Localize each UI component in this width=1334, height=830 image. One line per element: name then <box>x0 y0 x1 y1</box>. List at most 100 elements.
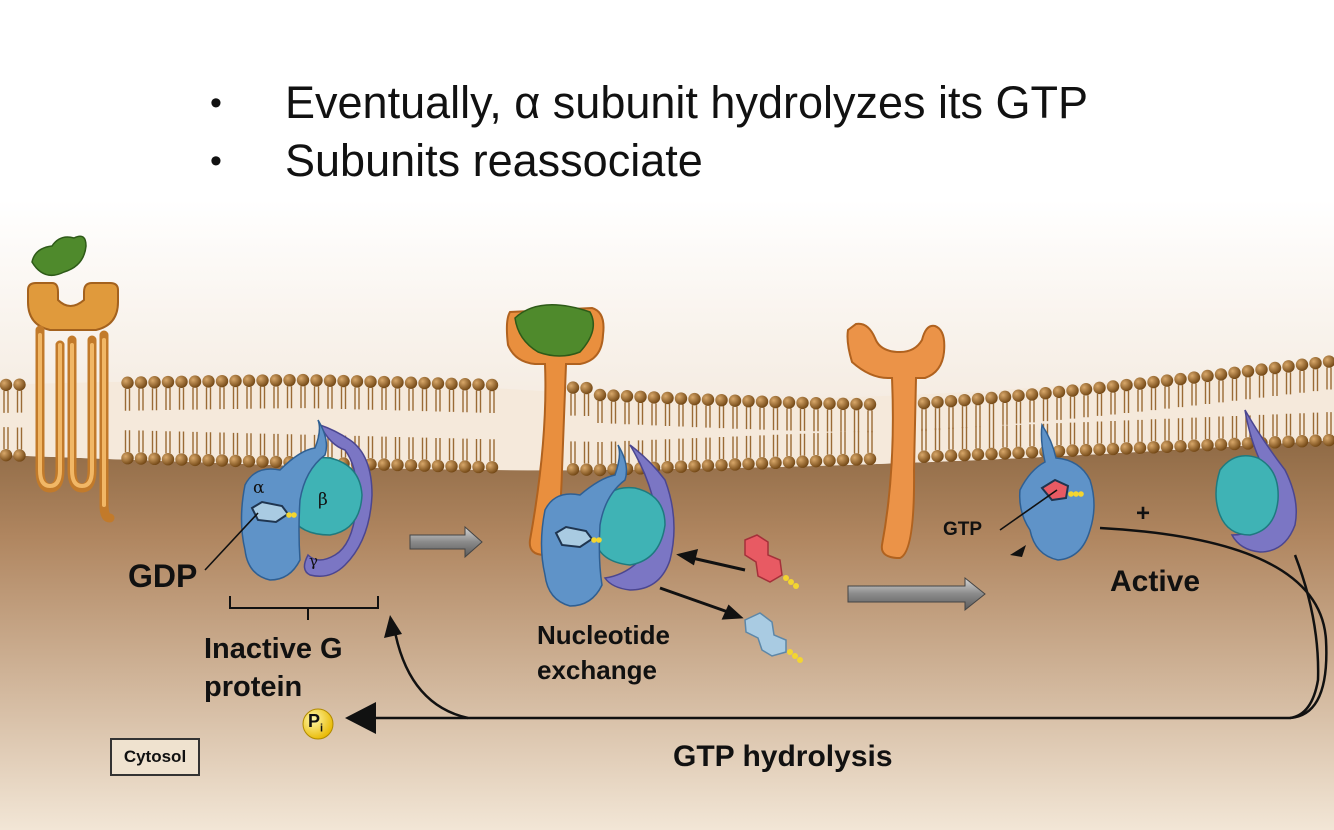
lipid-head <box>418 459 431 472</box>
lipid-tail <box>1110 420 1116 443</box>
lipid-head <box>0 378 13 392</box>
lipid-tail <box>840 409 846 432</box>
inactive-line-1: Inactive G <box>204 633 343 665</box>
lipid-head <box>1174 439 1187 453</box>
lipid-head <box>661 391 674 405</box>
lipid-tail <box>759 435 765 458</box>
lipid-head <box>715 393 728 407</box>
lipid-tail <box>948 407 954 430</box>
lipid-head <box>728 458 742 471</box>
phosphate-pi <box>302 708 334 740</box>
lipid-head <box>1201 369 1214 383</box>
beta-gamma-active <box>1215 409 1297 553</box>
inactive-bracket <box>229 596 379 620</box>
lipid-head <box>1025 388 1039 401</box>
lipid-head <box>796 396 809 410</box>
lipid-tail <box>273 433 279 456</box>
lipid-head <box>418 376 431 390</box>
bullet-item: •Eventually, α subunit hydrolyzes its GT… <box>210 74 1088 132</box>
lipid-head <box>256 455 269 468</box>
ligand-free <box>31 235 87 277</box>
gtp-label: GTP <box>943 519 983 540</box>
hydrolysis-arrowhead <box>345 702 376 734</box>
bullet-text: Eventually, α subunit hydrolyzes its GTP <box>285 77 1089 128</box>
lipid-tail <box>1231 415 1238 438</box>
lipid-head <box>134 376 148 389</box>
lipid-tail <box>1015 424 1022 447</box>
lipid-tail <box>799 408 806 431</box>
lipid-tail <box>246 386 252 409</box>
lipid-head <box>607 389 620 402</box>
lipid-head <box>229 454 242 468</box>
lipid-head <box>1120 378 1133 392</box>
g-protein-inactive <box>240 419 373 581</box>
lipid-head <box>472 460 485 474</box>
lipid-head <box>1241 437 1255 450</box>
block-arrow-2 <box>847 576 986 612</box>
lipid-head <box>472 378 485 391</box>
lipid-tail <box>408 437 414 460</box>
lipid-head <box>1133 441 1147 455</box>
block-arrow-1 <box>409 525 483 559</box>
return-curve <box>393 631 469 720</box>
lipid-tail <box>637 402 644 425</box>
lipid-tail <box>124 430 131 453</box>
lipid-tail <box>826 432 833 455</box>
lipid-tail <box>813 409 819 432</box>
lipid-head <box>1282 435 1295 448</box>
lipid-head <box>1295 435 1309 448</box>
lipid-tail <box>300 386 306 409</box>
lipid-tail <box>624 402 630 425</box>
nucleotide-line-1: Nucleotide <box>537 620 670 650</box>
lipid-tail <box>745 407 752 430</box>
lipid-tail <box>1029 424 1035 447</box>
lipid-tail <box>16 427 23 450</box>
lipid-tail <box>772 434 779 457</box>
lipid-tail <box>1002 402 1008 425</box>
beta-label: β <box>318 490 328 510</box>
lipid-head <box>1012 446 1025 460</box>
lipid-head <box>1174 372 1187 386</box>
lipid-tail <box>138 430 144 453</box>
lipid-tail <box>232 432 239 455</box>
lipid-tail <box>759 407 765 430</box>
lipid-head <box>0 448 13 462</box>
lipid-tail <box>340 387 347 410</box>
lipid-tail <box>1150 388 1157 411</box>
lipid-head <box>242 455 256 468</box>
cytosol-region <box>0 440 1334 830</box>
lipid-head <box>1309 356 1322 370</box>
lipid-tail <box>1015 401 1022 424</box>
lipid-tail <box>705 437 711 460</box>
lipid-tail <box>651 403 657 426</box>
bullet-text: Subunits reassociate <box>285 135 703 186</box>
lipid-tail <box>583 394 590 417</box>
lipid-tail <box>1231 378 1238 401</box>
lipid-head <box>121 451 134 465</box>
lipid-tail <box>975 426 981 449</box>
lipid-tail <box>1083 395 1089 418</box>
lipid-tail <box>1191 417 1197 440</box>
lipid-tail <box>246 433 252 456</box>
lipid-head <box>701 459 715 472</box>
lipid-head <box>985 447 998 461</box>
lipid-head <box>917 450 931 463</box>
lipid-tail <box>192 387 198 410</box>
lipid-tail <box>1272 414 1278 437</box>
lipid-tail <box>664 439 671 462</box>
gdp-leader-line <box>204 512 259 571</box>
return-arrowhead <box>384 615 402 638</box>
lipid-head <box>404 459 418 472</box>
gamma-label: γ <box>309 552 318 570</box>
lipid-tail <box>489 390 495 413</box>
lipid-tail <box>651 439 657 462</box>
lipid-tail <box>610 401 617 424</box>
lipid-tail <box>151 430 158 453</box>
lipid-head <box>1079 383 1093 396</box>
lipid-tail <box>975 405 981 428</box>
lipid-tail <box>1123 391 1130 414</box>
lipid-head <box>13 449 26 462</box>
receptor-empty <box>846 322 946 560</box>
lipid-tail <box>475 390 482 413</box>
